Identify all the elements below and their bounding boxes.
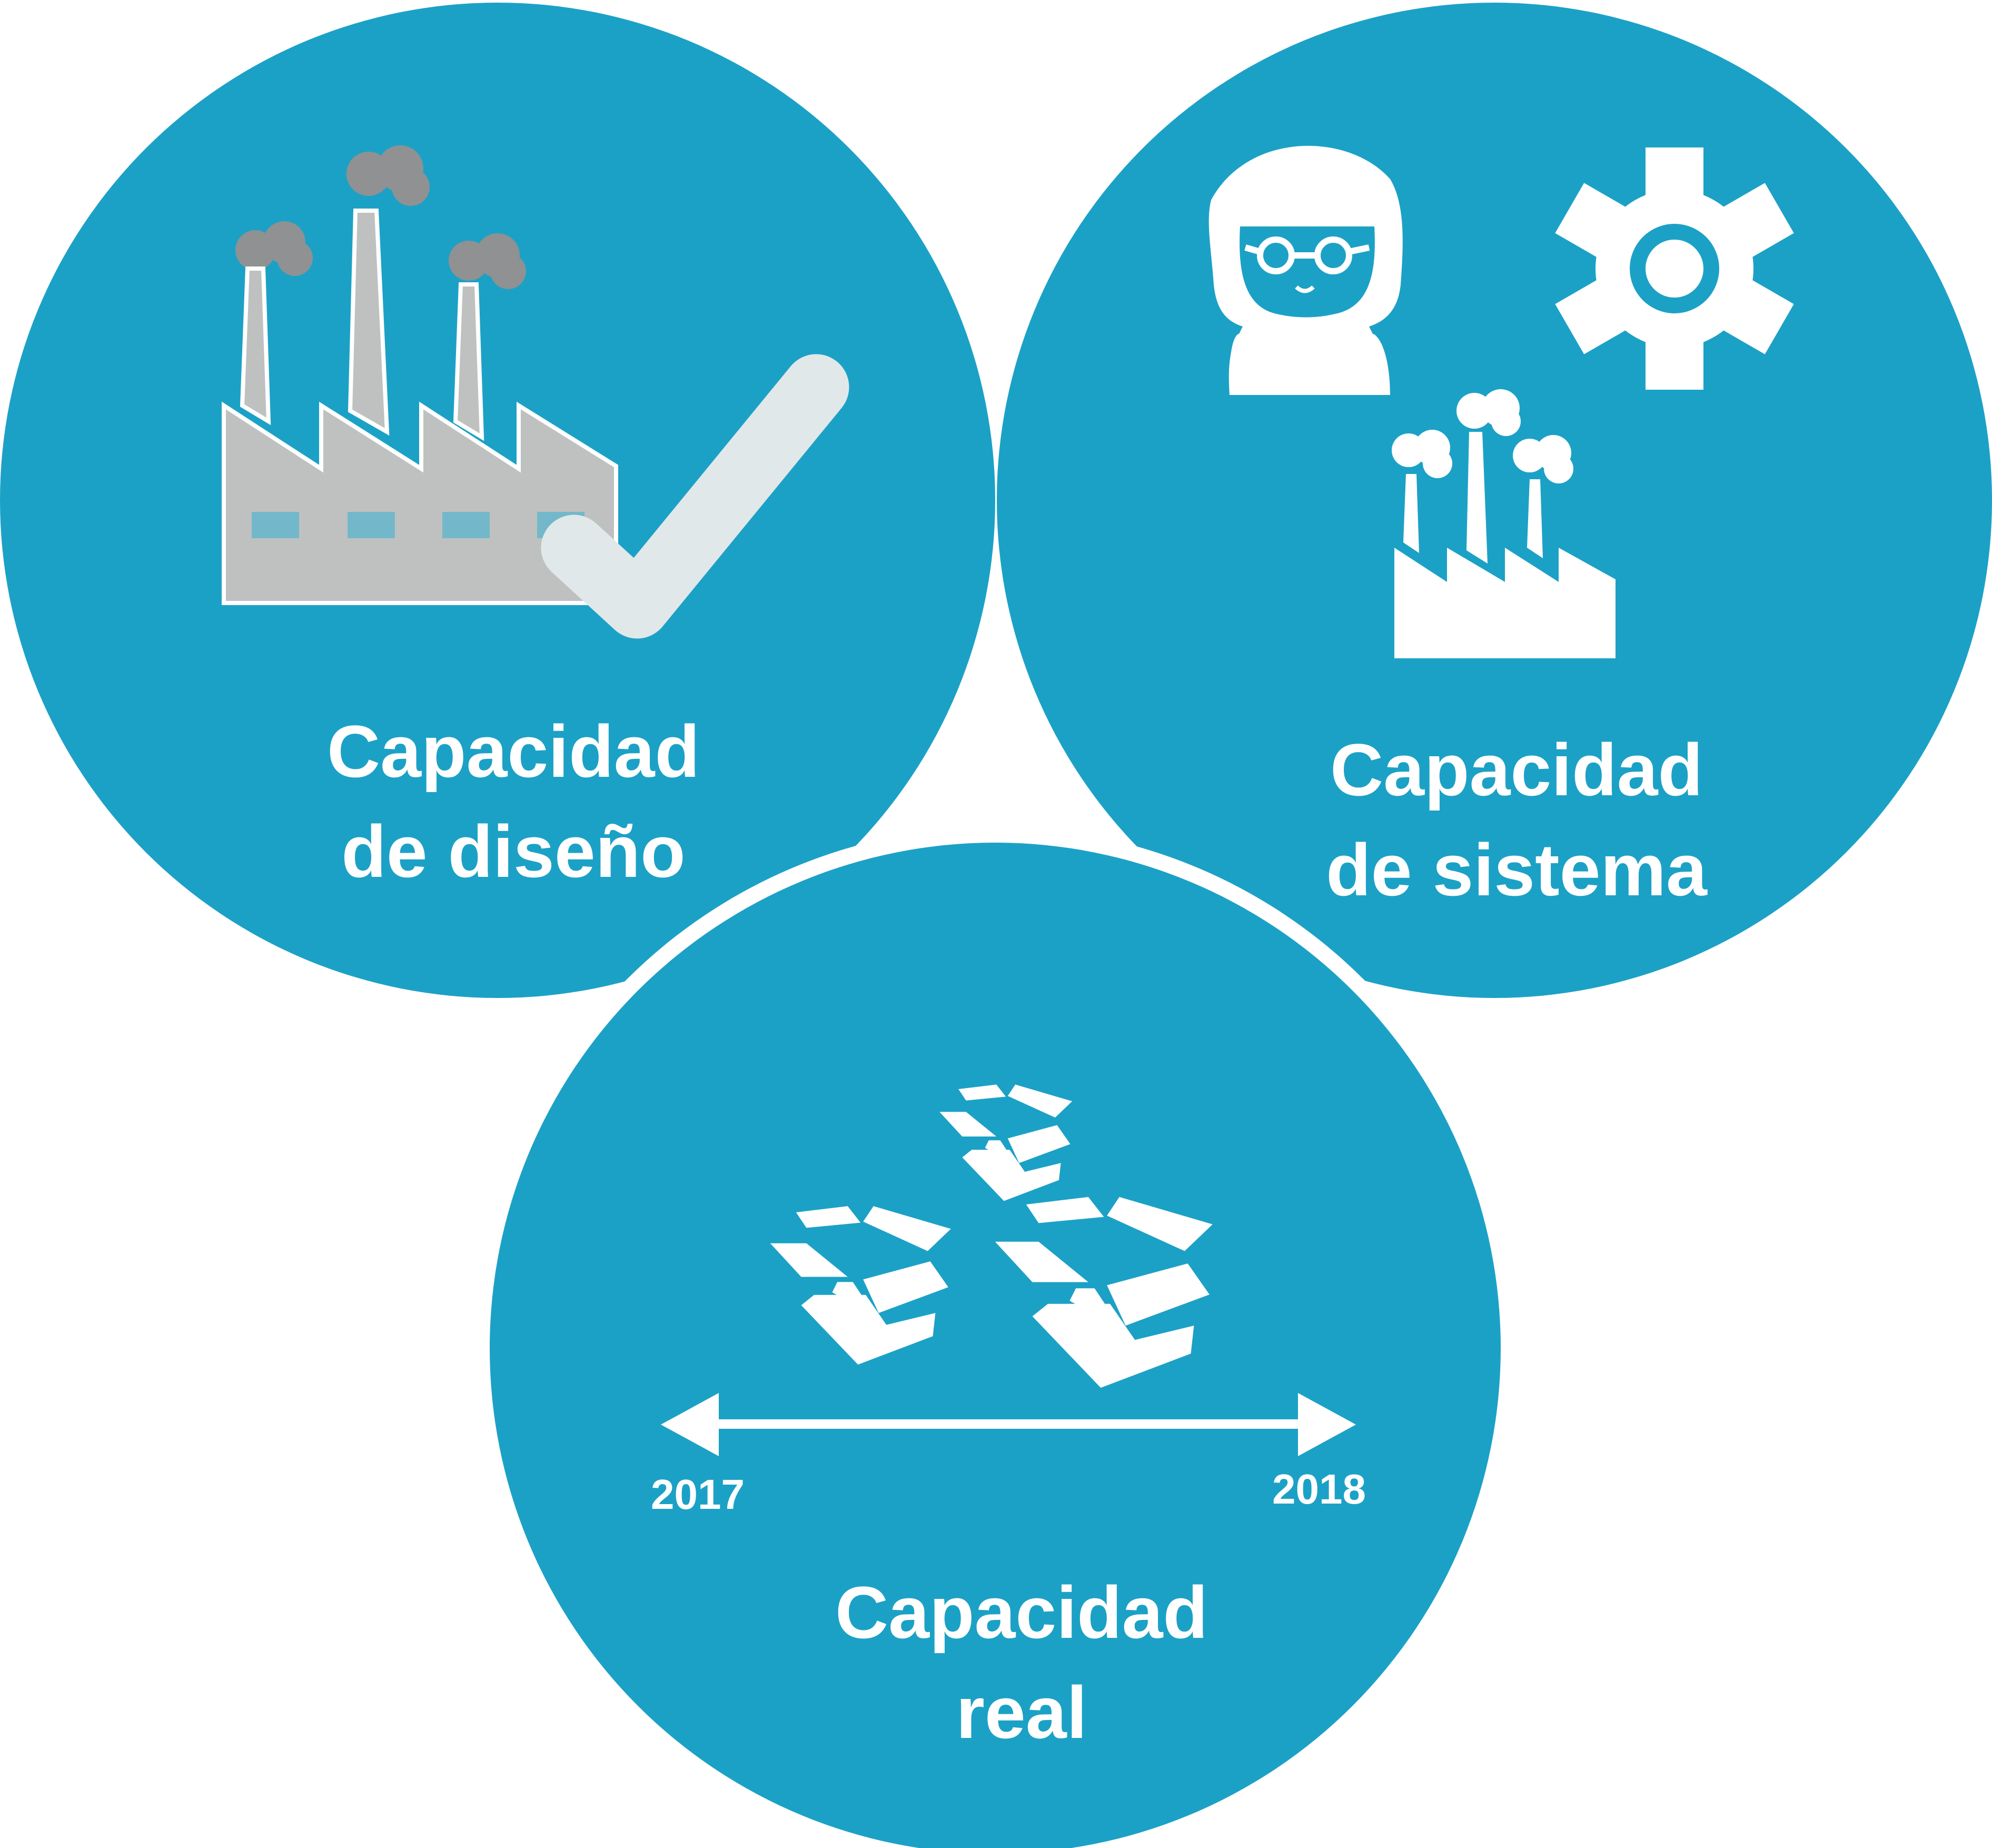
design-label-line2: de diseño [341,810,685,893]
timeline-start-label: 2017 [651,1471,745,1518]
factory-icon [1392,389,1616,658]
gear-icon [1555,147,1794,390]
factory-icon [222,145,618,605]
worker-icon [1208,145,1403,395]
timeline-end-label: 2018 [1272,1466,1366,1513]
circle-real [490,843,1501,1848]
double-arrow-icon [661,1393,1356,1456]
real-label-line2: real [956,1671,1087,1754]
checkmark-icon [541,354,849,639]
real-label-line1: Capacidad [835,1571,1208,1654]
system-label-line2: de sistema [1326,828,1708,911]
system-label-line1: Capacidad [1330,728,1703,811]
design-label-line1: Capacidad [327,710,700,793]
